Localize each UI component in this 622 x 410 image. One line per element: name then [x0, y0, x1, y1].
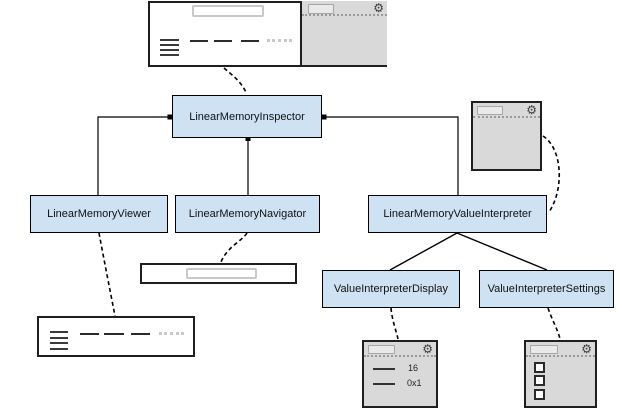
node-value-interpreter-display: ValueInterpreterDisplay — [322, 270, 460, 308]
text-input — [477, 106, 503, 115]
panel-header: ⚙ — [473, 103, 540, 118]
panel-header: ⚙ — [302, 1, 387, 16]
checkbox — [534, 375, 545, 386]
node-value-interpreter-settings: ValueInterpreterSettings — [479, 270, 614, 308]
gear-icon: ⚙ — [373, 1, 384, 15]
text-input — [308, 4, 334, 14]
value-label: 16 — [408, 363, 419, 373]
interpreter-side-panel: ⚙ — [300, 1, 387, 65]
gear-icon: ⚙ — [526, 103, 537, 117]
text-input — [368, 345, 395, 354]
value-label: 0x1 — [407, 378, 422, 388]
interpreter-settings-ui-preview: ⚙ — [524, 340, 597, 408]
node-linear-memory-navigator: LinearMemoryNavigator — [175, 195, 320, 233]
ellipsis-dots — [267, 39, 292, 42]
checkbox — [534, 362, 545, 373]
node-linear-memory-value-interpreter: LinearMemoryValueInterpreter — [368, 195, 547, 233]
gear-icon: ⚙ — [581, 342, 592, 356]
panel-header: ⚙ — [526, 342, 595, 357]
viewer-ui-preview — [37, 316, 195, 357]
text-input — [530, 345, 558, 354]
address-input — [186, 268, 257, 279]
checkbox — [534, 389, 545, 400]
inspector-ui-preview: ⚙ — [148, 1, 387, 67]
ellipsis-dots — [159, 332, 184, 335]
address-input — [192, 5, 264, 17]
node-linear-memory-inspector: LinearMemoryInspector — [172, 95, 322, 138]
gear-icon: ⚙ — [422, 342, 433, 356]
interpreter-display-ui-preview: ⚙ 16 0x1 — [362, 340, 438, 408]
navigator-ui-preview — [140, 263, 297, 284]
value-interpreter-ui-preview: ⚙ — [471, 101, 542, 171]
node-linear-memory-viewer: LinearMemoryViewer — [30, 195, 168, 233]
panel-header: ⚙ — [364, 342, 436, 357]
